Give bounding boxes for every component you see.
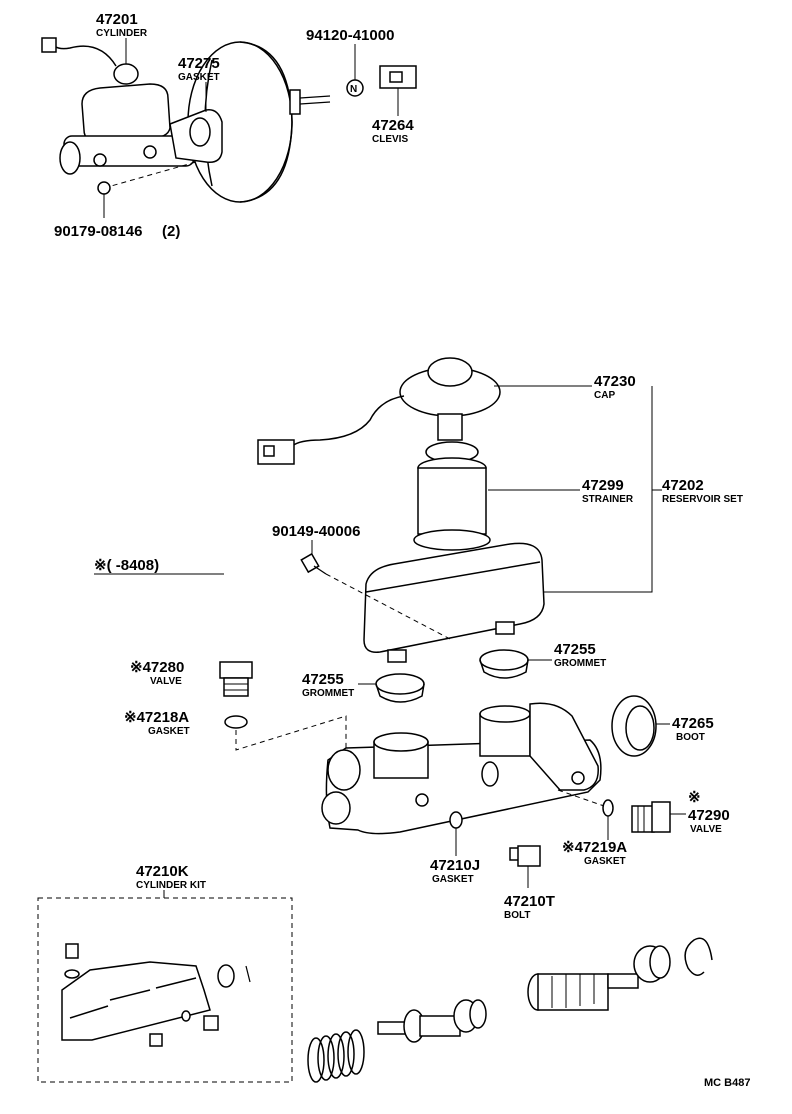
label-47219A-name: GASKET — [584, 856, 626, 867]
label-47230-number: 47230 — [594, 373, 636, 390]
valve-47290 — [631, 801, 686, 833]
label-47290-mark: ※ — [688, 789, 701, 806]
leader-47218A — [235, 715, 347, 752]
nut-90179 — [97, 181, 111, 195]
label-47255a-number: 47255 — [554, 641, 596, 658]
spring-front — [307, 1029, 365, 1083]
label-47290-name: VALVE — [690, 824, 722, 835]
label-47202-name: RESERVOIR SET — [662, 494, 743, 505]
cylinder-kit-parts — [61, 943, 251, 1047]
label-47275-name: GASKET — [178, 72, 220, 83]
label-47210T-number: 47210T — [504, 893, 555, 910]
label-47218A-name: GASKET — [148, 726, 190, 737]
reservoir-body — [363, 542, 545, 663]
label-47202-number: 47202 — [662, 477, 704, 494]
label-47275-number: 47275 — [178, 55, 220, 72]
piston-secondary — [377, 999, 487, 1043]
label-47255b-name: GROMMET — [302, 688, 354, 699]
master-cylinder-body — [321, 702, 605, 835]
label-47230-name: CAP — [594, 390, 615, 401]
bolt-47210T — [509, 845, 541, 888]
valve-47280 — [219, 661, 253, 697]
label-47218A-number: ※47218A — [124, 709, 189, 726]
boot-47265 — [611, 695, 670, 757]
piston-primary — [527, 945, 671, 1011]
label-47210J-name: GASKET — [432, 874, 474, 885]
label-47299-name: STRAINER — [582, 494, 634, 505]
note-range: ※( -8408) — [94, 557, 159, 574]
label-47201-number: 47201 — [96, 11, 138, 28]
reservoir-wire — [257, 395, 405, 465]
grommet-right — [479, 649, 552, 679]
label-90179-number: 90179-08146 — [54, 223, 142, 240]
gasket-47210J — [449, 811, 463, 829]
label-47299-number: 47299 — [582, 477, 624, 494]
reservoir-cap — [399, 357, 501, 441]
label-47219A-number: ※47219A — [562, 839, 627, 856]
label-90149-number: 90149-40006 — [272, 523, 360, 540]
gasket-47218A — [224, 715, 248, 729]
diagram-code: MC B487 — [704, 1077, 750, 1089]
master-cylinder-assembly — [41, 37, 223, 175]
label-90179-qty: (2) — [162, 223, 180, 240]
label-47265-number: 47265 — [672, 715, 714, 732]
label-47210K-name: CYLINDER KIT — [136, 880, 206, 891]
label-94120-number: 94120-41000 — [306, 27, 394, 44]
screw-90149 — [300, 540, 453, 641]
label-47210K-number: 47210K — [136, 863, 189, 880]
cylinder-kit-box — [37, 897, 293, 1083]
bracket-47202 — [544, 386, 653, 593]
label-47210T-name: BOLT — [504, 910, 530, 921]
label-47255a-name: GROMMET — [554, 658, 606, 669]
label-47255b-number: 47255 — [302, 671, 344, 688]
reservoir-strainer — [413, 441, 491, 551]
clevis-47264 — [379, 65, 417, 116]
grommet-left — [358, 673, 425, 703]
label-47264-number: 47264 — [372, 117, 414, 134]
leader-90179 — [103, 161, 197, 189]
label-47264-name: CLEVIS — [372, 134, 408, 145]
label-47280-number: ※47280 — [130, 659, 184, 676]
label-47280-name: VALVE — [150, 676, 182, 687]
snap-ring — [684, 937, 713, 976]
gasket-47219A — [602, 799, 614, 817]
label-47265-name: BOOT — [676, 732, 705, 743]
svg-text:N: N — [350, 84, 357, 95]
label-47210J-number: 47210J — [430, 857, 480, 874]
label-47201-name: CYLINDER — [96, 28, 148, 39]
label-47290-number: 47290 — [688, 807, 730, 824]
nut-94120: N — [346, 44, 364, 97]
